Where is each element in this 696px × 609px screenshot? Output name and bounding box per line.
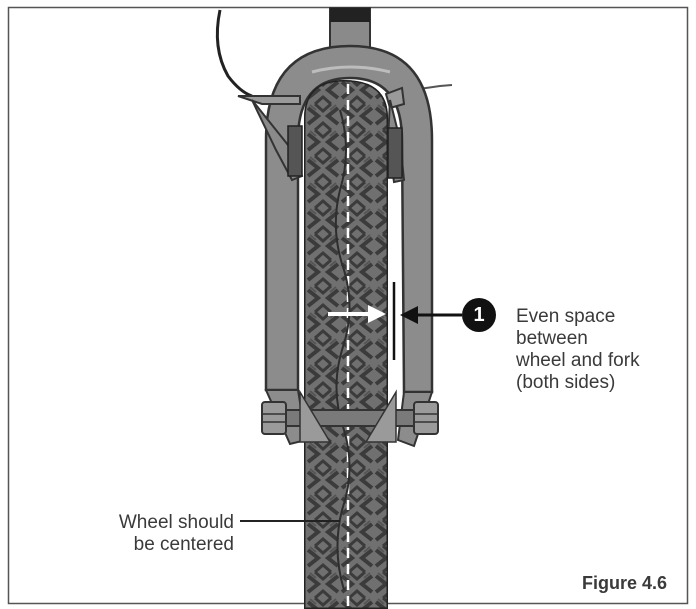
brake-arm-right [384, 86, 406, 184]
callout-arrow [400, 306, 462, 324]
wheel-label-line: Wheel should [118, 512, 234, 533]
figure-caption: Figure 4.6 [582, 573, 668, 593]
brake-arm-left [237, 95, 304, 182]
wheel-label: Wheel should be centered [60, 512, 234, 556]
axle-nut-right [413, 401, 439, 435]
callout-line: between [516, 328, 588, 349]
callout-line: (both sides) [516, 372, 616, 393]
callout-number-badge: 1 [462, 298, 496, 332]
brake-cable [215, 9, 253, 98]
callout-line: wheel and fork [516, 350, 640, 371]
callout-line: Even space [516, 306, 616, 327]
callout-label: Even space between wheel and fork (both … [516, 306, 686, 394]
wheel-label-line: be centered [133, 534, 234, 555]
hub-axle [261, 409, 439, 427]
center-arrow [328, 305, 386, 323]
axle-nut-left [261, 401, 287, 435]
